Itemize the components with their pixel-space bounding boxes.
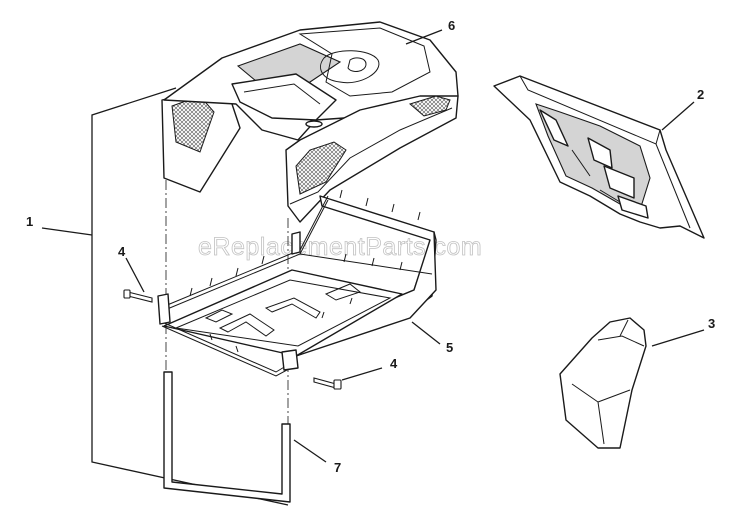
part-3-chute-insert (559, 317, 647, 449)
callout-4-left: 4 (118, 244, 126, 259)
leader-2 (661, 101, 695, 131)
part-4-screw-left (123, 289, 153, 303)
callout-7: 7 (334, 460, 341, 475)
part-6-bag-cover (161, 21, 459, 223)
callout-2: 2 (697, 87, 704, 102)
callout-1: 1 (26, 214, 33, 229)
part-5-bag-frame (157, 189, 437, 377)
leader-3 (651, 329, 705, 347)
callout-5: 5 (446, 340, 453, 355)
leader-7 (293, 439, 327, 463)
callout-4-right: 4 (390, 356, 398, 371)
leader-4a (125, 257, 145, 293)
callout-6: 6 (448, 18, 455, 33)
part-2-bag-liner (493, 75, 705, 239)
part-7-frame-rod (163, 371, 291, 503)
leader-4b (341, 367, 383, 381)
callout-3: 3 (708, 316, 715, 331)
part-4-screw-right (313, 377, 342, 390)
leader-5 (411, 321, 441, 345)
watermark-text: eReplacementParts.com (198, 233, 482, 261)
leader-6 (405, 29, 443, 45)
